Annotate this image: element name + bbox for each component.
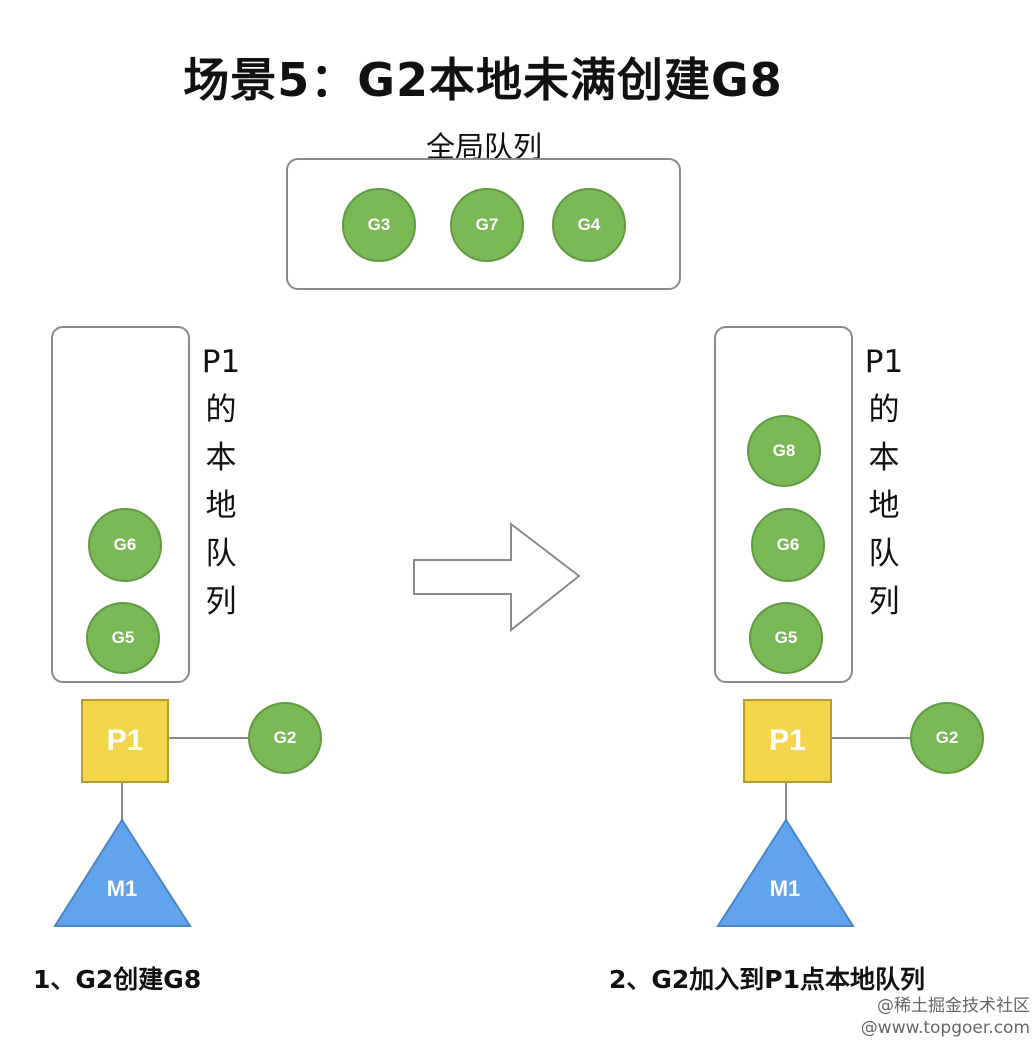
right-running-goroutine: G2 <box>910 702 984 774</box>
left-processor: P1 <box>81 699 169 783</box>
right-machine-label: M1 <box>769 876 801 901</box>
left-local-queue-label: P1 的 本 地 队 列 <box>196 338 246 626</box>
left-local-queue-goroutine: G5 <box>86 602 160 674</box>
page-title: 场景5：G2本地未满创建G8 <box>183 53 783 107</box>
watermark-line: @www.topgoer.com <box>860 1018 1030 1038</box>
watermark: @稀土掘金技术社区 @www.topgoer.com <box>830 995 1030 1039</box>
global-queue-goroutine: G3 <box>342 188 416 262</box>
label-char: 地 <box>205 488 237 524</box>
right-caption: 2、G2加入到P1点本地队列 <box>609 965 926 994</box>
right-processor: P1 <box>743 699 832 783</box>
right-local-queue-goroutine: G5 <box>749 602 823 674</box>
left-local-queue-goroutine: G6 <box>88 508 162 582</box>
global-queue-goroutine: G4 <box>552 188 626 262</box>
label-char: 本 <box>868 440 900 476</box>
label-char: 的 <box>868 392 900 428</box>
label-char: 列 <box>868 584 900 620</box>
label-char: 队 <box>205 536 237 572</box>
left-caption: 1、G2创建G8 <box>33 965 202 994</box>
left-machine-label: M1 <box>106 876 138 901</box>
label-char: P1 <box>864 344 904 380</box>
watermark-line: @稀土掘金技术社区 <box>877 996 1030 1016</box>
left-m1-triangle <box>53 818 192 927</box>
label-char: 本 <box>205 440 237 476</box>
label-char: 队 <box>868 536 900 572</box>
label-char: 的 <box>205 392 237 428</box>
right-local-queue-goroutine: G6 <box>751 508 825 582</box>
right-m1-triangle <box>716 818 855 927</box>
global-queue-goroutine: G7 <box>450 188 524 262</box>
right-local-queue-goroutine: G8 <box>747 415 821 487</box>
label-char: 地 <box>868 488 900 524</box>
transition-arrow <box>413 521 581 633</box>
label-char: 列 <box>205 584 237 620</box>
right-local-queue-label: P1 的 本 地 队 列 <box>859 338 909 626</box>
left-running-goroutine: G2 <box>248 702 322 774</box>
label-char: P1 <box>201 344 241 380</box>
